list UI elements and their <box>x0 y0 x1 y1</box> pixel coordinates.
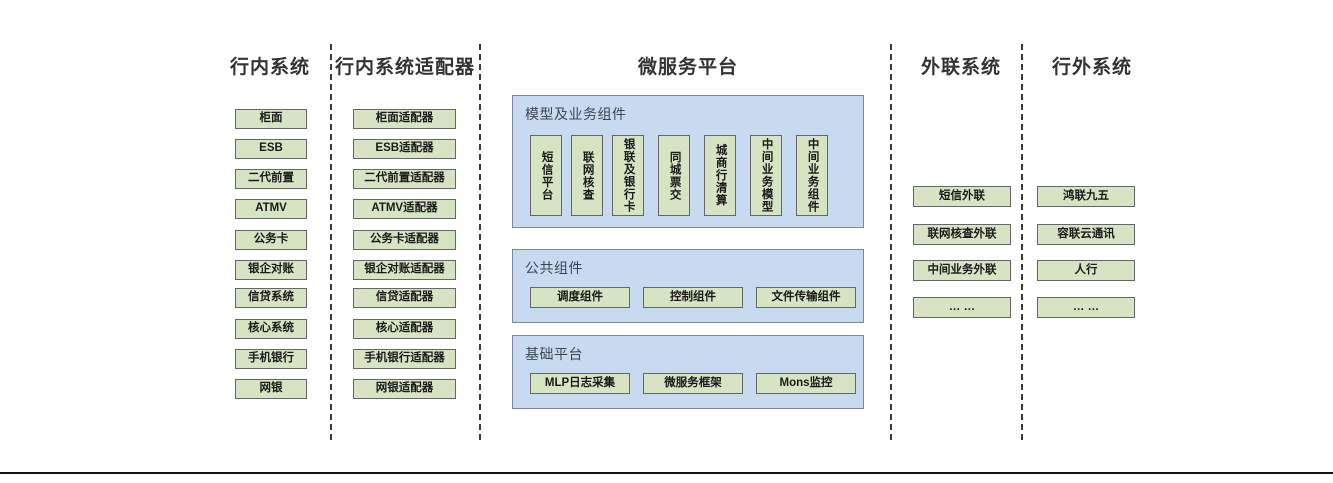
node-base-platform-0: MLP日志采集 <box>530 373 630 394</box>
node-base-platform-2: Mons监控 <box>756 373 856 394</box>
divider-1 <box>330 44 332 440</box>
node-intra-bank-systems-6: 信贷系统 <box>235 288 307 308</box>
node-public-components-0: 调度组件 <box>530 287 630 308</box>
node-intra-bank-adapters-2: 二代前置适配器 <box>353 169 456 189</box>
node-intra-bank-adapters-6: 信贷适配器 <box>353 288 456 308</box>
node-model-business-components-5: 中间业务模型 <box>750 135 782 216</box>
node-intra-bank-adapters-3: ATMV适配器 <box>353 199 456 219</box>
node-outside-bank-systems-0: 鸿联九五 <box>1037 186 1135 207</box>
column-title-outside-bank-systems: 行外系统 <box>1051 57 1132 78</box>
node-external-link-systems-3: … … <box>913 297 1011 318</box>
node-outside-bank-systems-2: 人行 <box>1037 260 1135 281</box>
divider-4 <box>1021 44 1023 440</box>
platform-title: 微服务平台 <box>637 57 738 78</box>
column-title-intra-bank-systems: 行内系统 <box>229 57 310 78</box>
node-public-components-2: 文件传输组件 <box>756 287 856 308</box>
node-intra-bank-adapters-4: 公务卡适配器 <box>353 230 456 250</box>
node-model-business-components-4: 城商行清算 <box>704 135 736 216</box>
column-title-intra-bank-adapters: 行内系统适配器 <box>335 57 476 78</box>
node-intra-bank-systems-8: 手机银行 <box>235 349 307 369</box>
node-outside-bank-systems-3: … … <box>1037 297 1135 318</box>
node-outside-bank-systems-1: 容联云通讯 <box>1037 224 1135 245</box>
panel-base-platform: 基础平台 <box>512 335 864 409</box>
node-intra-bank-systems-7: 核心系统 <box>235 319 307 339</box>
node-intra-bank-systems-3: ATMV <box>235 199 307 219</box>
node-intra-bank-adapters-7: 核心适配器 <box>353 319 456 339</box>
node-model-business-components-3: 同城票交 <box>658 135 690 216</box>
divider-3 <box>890 44 892 440</box>
node-base-platform-1: 微服务框架 <box>643 373 743 394</box>
node-model-business-components-1: 联网核查 <box>571 135 603 216</box>
node-external-link-systems-1: 联网核查外联 <box>913 224 1011 245</box>
node-model-business-components-2: 银联及银行卡 <box>612 135 644 216</box>
node-intra-bank-systems-4: 公务卡 <box>235 230 307 250</box>
panel-label-model-business-components: 模型及业务组件 <box>525 106 627 122</box>
node-intra-bank-adapters-0: 柜面适配器 <box>353 109 456 129</box>
node-model-business-components-0: 短信平台 <box>530 135 562 216</box>
node-intra-bank-adapters-8: 手机银行适配器 <box>353 349 456 369</box>
panel-label-public-components: 公共组件 <box>525 260 583 276</box>
node-intra-bank-systems-0: 柜面 <box>235 109 307 129</box>
node-intra-bank-systems-5: 银企对账 <box>235 260 307 280</box>
node-model-business-components-6: 中间业务组件 <box>796 135 828 216</box>
node-external-link-systems-0: 短信外联 <box>913 186 1011 207</box>
node-public-components-1: 控制组件 <box>643 287 743 308</box>
node-intra-bank-adapters-5: 银企对账适配器 <box>353 260 456 280</box>
panel-label-base-platform: 基础平台 <box>525 346 583 362</box>
column-title-external-link-systems: 外联系统 <box>920 57 1001 78</box>
node-intra-bank-systems-2: 二代前置 <box>235 169 307 189</box>
node-intra-bank-systems-1: ESB <box>235 139 307 159</box>
panel-public-components: 公共组件 <box>512 249 864 323</box>
node-intra-bank-systems-9: 网银 <box>235 379 307 399</box>
node-intra-bank-adapters-1: ESB适配器 <box>353 139 456 159</box>
divider-2 <box>479 44 481 440</box>
node-external-link-systems-2: 中间业务外联 <box>913 260 1011 281</box>
bottom-rule <box>0 472 1333 474</box>
node-intra-bank-adapters-9: 网银适配器 <box>353 379 456 399</box>
